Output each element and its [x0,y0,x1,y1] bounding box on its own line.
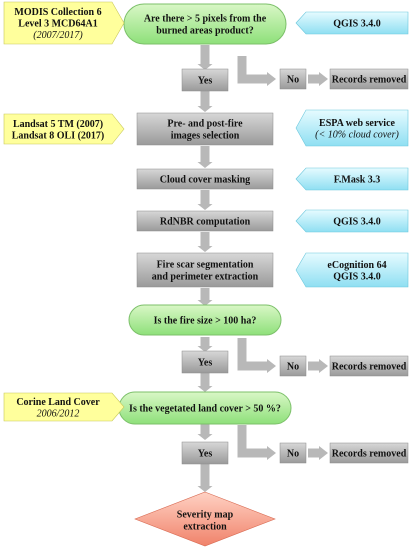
tool-qgis-1 [295,11,409,35]
arrow-step2-step3 [197,190,213,210]
no-box-3 [279,442,307,464]
arrow-step3-step4 [197,232,213,252]
decision-burned-pixels-text: burned areas product? [156,26,253,37]
step-fire-scar-segmentation [136,252,274,288]
no-box-1-text: No [287,75,299,86]
step-image-selection-text: images selection [171,131,240,142]
source-landsat [3,113,125,145]
step-rdnbr-computation [136,210,274,232]
tool-qgis-2-text: QGIS 3.4.0 [333,217,381,228]
step-fire-scar-segmentation-text: Fire scar segmentation [157,260,254,271]
end-severity-map [134,491,276,547]
tool-ecognition [295,252,409,288]
yes-box-3 [181,441,229,465]
arrow-no1-removed [308,72,328,86]
yes-box-1-text: Yes [198,76,213,87]
records-removed-box-1 [329,68,409,90]
arrow-dec2-no-head [237,359,276,373]
arrow-yes1-step1 [197,90,213,112]
source-landsat-text: Landsat 8 OLI (2017) [12,130,105,141]
decision-burned-pixels-text: Are there > 5 pixels from the [144,14,267,25]
decision-fire-size [128,304,282,336]
records-removed-box-2-text: Records removed [332,362,407,373]
tool-espa-text: ESPA web service [319,118,395,129]
arrow-step1-step2 [197,146,213,168]
arrow-dec1-no-stem [237,56,247,79]
tool-qgis-2 [295,209,409,233]
arrow-step4-dec2 [197,288,213,306]
source-corine-text: Corine Land Cover [16,397,100,408]
arrow-dec3-yes [197,424,213,440]
yes-box-2-text: Yes [198,358,213,369]
step-rdnbr-computation-text: RdNBR computation [160,217,251,228]
step-cloud-masking [136,168,274,190]
tool-espa-subtext: (< 10% cloud cover) [315,129,399,140]
records-removed-box-3 [329,442,409,464]
tool-fmask-text: F.Mask 3.3 [334,175,381,186]
step-image-selection-text: Pre- and post-fire [167,119,243,130]
step-fire-scar-segmentation-text: and perimeter extraction [152,272,259,283]
decision-fire-size-text: Is the fire size > 100 ha? [154,316,257,327]
source-modis-text: MODIS Collection 6 [14,7,101,18]
end-severity-map-text: Severity map [177,510,234,521]
yes-box-1 [181,68,229,92]
arrow-yes3-end [197,464,213,492]
arrow-dec1-yes [197,45,213,70]
source-modis-subtext: (2007/2017) [33,30,83,41]
arrow-no2-removed [308,359,328,373]
no-box-1 [279,68,307,90]
source-corine [3,392,125,422]
yes-box-2 [181,350,229,374]
no-box-3-text: No [287,449,299,460]
end-severity-map-text: extraction [183,522,227,533]
tool-fmask [295,167,409,191]
tool-espa [295,109,409,147]
no-box-2 [279,355,307,377]
arrow-yes2-dec3 [197,372,213,392]
records-removed-box-3-text: Records removed [332,449,407,460]
arrow-no3-removed [308,446,328,460]
arrows-layer [197,45,328,492]
no-box-2-text: No [287,362,299,373]
source-modis-text: Level 3 MCD64A1 [18,19,97,30]
records-removed-box-2 [329,355,409,377]
arrow-dec3-no-stem [237,425,247,453]
tool-qgis-1-text: QGIS 3.4.0 [333,19,381,30]
records-removed-box-1-text: Records removed [332,75,407,86]
arrow-dec3-no-head [237,446,276,460]
decision-land-cover-text: Is the vegetated land cover > 50 %? [129,404,281,415]
tool-ecognition-text: eCognition 64 [327,260,386,271]
source-modis [3,1,125,45]
arrow-dec2-yes [197,337,213,352]
step-image-selection [136,112,274,146]
step-cloud-masking-text: Cloud cover masking [160,175,250,186]
source-landsat-text: Landsat 5 TM (2007) [13,119,103,130]
tool-ecognition-text: QGIS 3.4.0 [333,271,381,282]
decision-burned-pixels [123,3,287,45]
arrow-dec1-no-head [237,72,276,86]
arrow-dec2-no-stem [237,338,247,366]
source-corine-subtext: 2006/2012 [37,408,80,419]
yes-box-3-text: Yes [198,449,213,460]
